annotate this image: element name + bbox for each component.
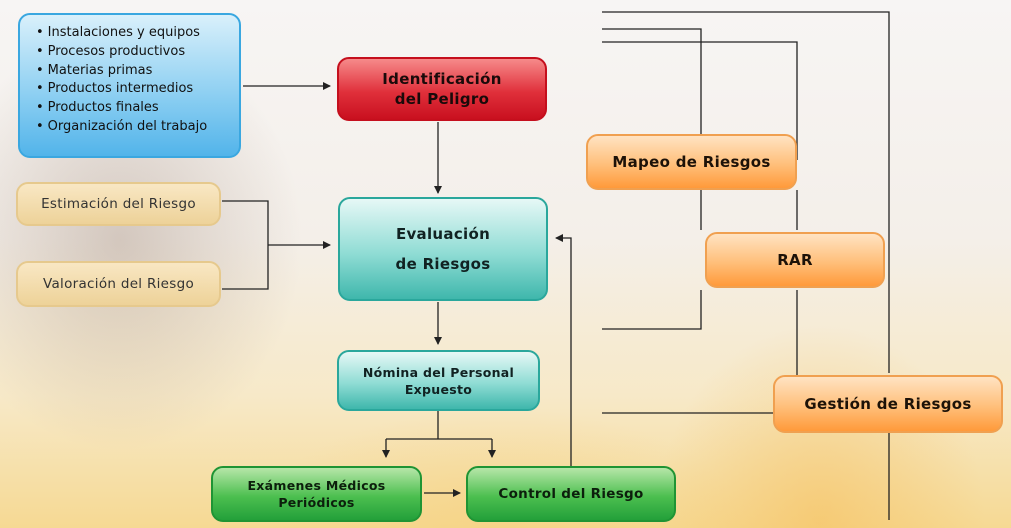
list-item: Productos intermedios [36, 80, 239, 99]
node-rar: RAR [705, 232, 885, 288]
list-item: Materias primas [36, 62, 239, 81]
inputs-list: Instalaciones y equipos Procesos product… [36, 24, 239, 137]
bracket-mapeo [602, 41, 798, 160]
node-evaluacion: Evaluación de Riesgos [338, 197, 548, 301]
node-examenes: Exámenes Médicos Periódicos [211, 466, 422, 522]
node-identificacion: Identificación del Peligro [337, 57, 547, 121]
node-valoracion: Valoración del Riesgo [16, 261, 221, 307]
bracket-rar-low [602, 290, 702, 330]
node-gestion: Gestión de Riesgos [773, 375, 1003, 433]
node-nomina: Nómina del Personal Expuesto [337, 350, 540, 411]
list-item: Productos finales [36, 99, 239, 118]
inputs-list-box: Instalaciones y equipos Procesos product… [18, 13, 241, 158]
list-item: Procesos productivos [36, 43, 239, 62]
node-estimacion: Estimación del Riesgo [16, 182, 221, 226]
arrow-control-to-evaluacion [555, 234, 572, 466]
bracket-gestion-top [602, 11, 890, 373]
bracket-estimacion-valoracion [222, 200, 269, 290]
node-mapeo: Mapeo de Riesgos [586, 134, 797, 190]
bracket-rar [602, 28, 702, 230]
list-item: Instalaciones y equipos [36, 24, 239, 43]
list-item: Organización del trabajo [36, 118, 239, 137]
node-control: Control del Riesgo [466, 466, 676, 522]
